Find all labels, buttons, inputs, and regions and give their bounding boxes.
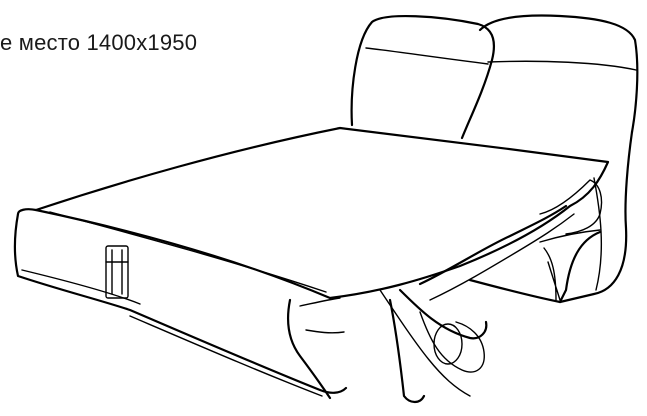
back-cushion-right-seam (487, 60, 637, 71)
mattress-front-right (287, 298, 332, 400)
mattress-bottom-seam (129, 315, 323, 397)
mechanism-hinge (433, 323, 463, 365)
mattress-handle-strap (105, 245, 129, 299)
mattress-front-right-fold (299, 297, 345, 334)
mattress-top-inner-edge (49, 211, 327, 293)
mattress-top (34, 126, 610, 300)
sofa-frame-inner (539, 229, 601, 301)
mechanism-frame-right (539, 179, 603, 235)
back-cushion-left-seam (365, 47, 489, 65)
mattress-left-corner (16, 208, 38, 216)
back-cushion-left (350, 15, 495, 140)
mattress-front-seam (21, 269, 141, 305)
mechanism-link-3 (429, 213, 575, 301)
mechanism-link-2 (418, 204, 568, 286)
back-cushion-right (478, 14, 639, 134)
berth-size-caption: е место 1400х1950 (0, 30, 198, 55)
mechanism-link-1 (398, 288, 488, 340)
mechanism-leg-front (388, 298, 426, 404)
mechanism-crossbar (379, 289, 471, 397)
sofa-side-panel (593, 177, 603, 291)
sofa-frame-base (468, 230, 602, 304)
sofa-right-arm (558, 130, 634, 304)
mechanism-bracket (419, 311, 485, 373)
mattress-front-face (13, 212, 348, 394)
